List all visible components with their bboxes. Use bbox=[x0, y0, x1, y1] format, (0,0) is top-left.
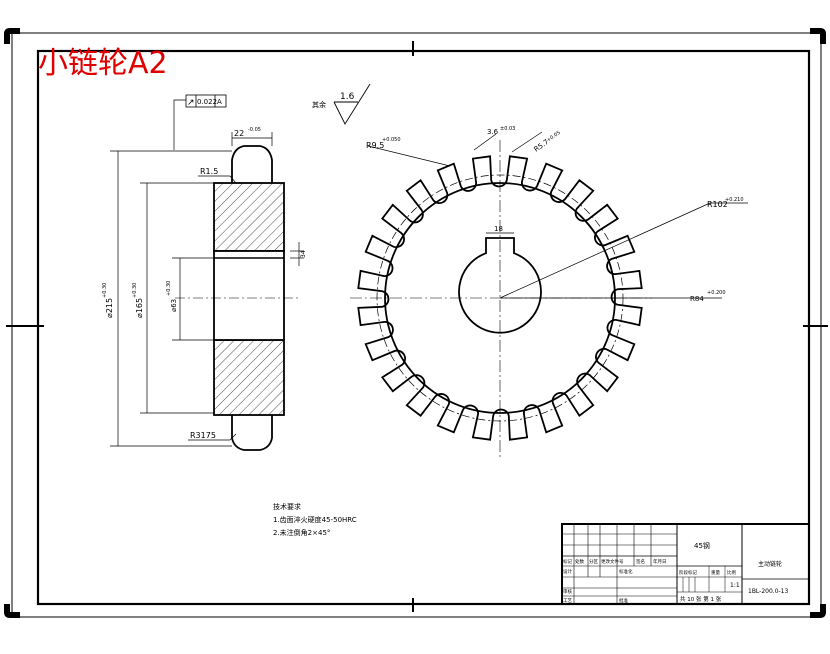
tb-label-process: 工艺 bbox=[563, 598, 572, 604]
pitch-leader bbox=[511, 131, 543, 153]
tooth-bottom bbox=[231, 415, 273, 451]
surface-finish: 其余 1.6 bbox=[312, 83, 371, 125]
tooth-top bbox=[231, 145, 273, 183]
corner-marks bbox=[4, 28, 826, 618]
tip-radius-dim: R3175 bbox=[190, 431, 216, 440]
tb-label-approve: 批准 bbox=[619, 597, 628, 604]
title-block bbox=[561, 523, 810, 605]
outer-dia-dim: ⌀215 bbox=[105, 298, 114, 318]
bore-dia-tol: +0.30 bbox=[166, 281, 172, 296]
root-dia-dim: ⌀165 bbox=[135, 298, 144, 318]
fillet-dim: R1.5 bbox=[200, 167, 218, 176]
tb-header-1: 标记 bbox=[563, 558, 572, 565]
section-view bbox=[175, 145, 300, 451]
tb-label-std: 标准化 bbox=[619, 568, 633, 575]
root-dia-tol: +0.30 bbox=[132, 283, 138, 298]
tb-header-6: 年月日 bbox=[653, 558, 667, 565]
centering-marks bbox=[6, 41, 828, 612]
sprocket-tooth-profile bbox=[357, 155, 643, 441]
tooth-pitch-tol: +0.05 bbox=[546, 130, 562, 144]
side-dimensions bbox=[110, 99, 304, 447]
bore-dia-dim: ⌀63 bbox=[170, 299, 178, 312]
outer-border bbox=[11, 32, 822, 618]
gdt-frame: ↗ 0.022 A bbox=[185, 94, 227, 108]
tooth-dim-tol: ±0.03 bbox=[500, 126, 515, 132]
tb-material: 45钢 bbox=[694, 541, 710, 550]
inner-border bbox=[36, 49, 811, 606]
technical-notes: 技术要求 1.齿面淬火硬度45-50HRC 2.未注倒角2×45° bbox=[273, 502, 357, 537]
tb-label-weight: 重量 bbox=[711, 569, 720, 576]
gdt-symbol: ↗ bbox=[187, 98, 195, 108]
tb-header-2: 处数 bbox=[575, 558, 584, 565]
tb-label-review: 审核 bbox=[563, 588, 572, 595]
gdt-value: 0.022 bbox=[197, 98, 217, 106]
surface-label: 其余 bbox=[312, 100, 326, 109]
hatch-upper bbox=[213, 182, 285, 252]
outer-dia-tol: +0.30 bbox=[102, 283, 108, 298]
bore-section bbox=[213, 250, 285, 341]
notes-line-2: 2.未注倒角2×45° bbox=[273, 528, 330, 537]
tooth-dim: 3.6 bbox=[487, 128, 499, 136]
tb-label-design: 设计 bbox=[563, 568, 572, 575]
tb-label-scale: 比例 bbox=[727, 569, 736, 576]
roller-radius-dim: R9.5 bbox=[366, 141, 384, 150]
hatch-lower bbox=[213, 339, 285, 416]
gdt-datum: A bbox=[217, 98, 222, 106]
tb-header-3: 分区 bbox=[589, 558, 598, 565]
notes-heading: 技术要求 bbox=[273, 502, 301, 511]
tb-header-4: 更改文件号 bbox=[601, 558, 624, 565]
tb-part-name: 主动链轮 bbox=[758, 560, 782, 568]
tooth-dim-leader bbox=[473, 133, 497, 151]
bore-with-keyway bbox=[458, 237, 542, 334]
tb-label-stage: 阶段标记 bbox=[679, 569, 697, 576]
root-radius-tol: +0.200 bbox=[707, 290, 726, 296]
radius-leader-outer bbox=[499, 202, 711, 299]
tb-sheets: 共 10 张 第 1 张 bbox=[680, 595, 722, 603]
front-view bbox=[350, 131, 748, 458]
root-radius-dim: R84 bbox=[690, 295, 704, 303]
outer-radius-dim: R102 bbox=[707, 200, 728, 209]
tb-drawing-no: 1BL-200.0-13 bbox=[748, 588, 788, 595]
surface-value: 1.6 bbox=[340, 92, 355, 102]
roller-radius-tol: +0.050 bbox=[382, 137, 401, 143]
keyway-depth-dim: 34 bbox=[300, 250, 307, 258]
notes-line-1: 1.齿面淬火硬度45-50HRC bbox=[273, 515, 357, 524]
drawing-title: 小链轮A2 bbox=[38, 46, 168, 81]
side-width-tol: -0.05 bbox=[248, 127, 261, 133]
tb-header-5: 签名 bbox=[636, 558, 645, 565]
keyway-width-dim: 18 bbox=[494, 225, 503, 233]
tb-scale: 1:1 bbox=[730, 582, 740, 589]
roller-leader bbox=[367, 145, 451, 167]
side-width-dim: 22 bbox=[234, 129, 244, 138]
outer-radius-tol: +0.210 bbox=[725, 197, 744, 203]
